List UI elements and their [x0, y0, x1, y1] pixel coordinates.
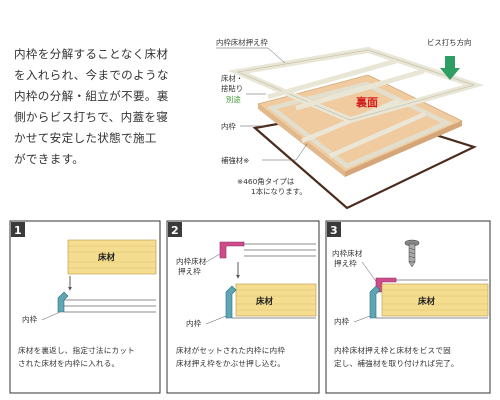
step-1-board: [67, 239, 157, 275]
step-2-border: [166, 220, 320, 394]
screw-icon: [404, 239, 420, 268]
step-3-inner-label: 内枠: [334, 316, 350, 326]
step-3-caption-line: 定し、補強材を取り付ければ完了。: [334, 359, 459, 368]
step-2-board-label: 床材: [256, 296, 274, 307]
step-2-frame-label-1: 内枠床材: [176, 256, 207, 266]
step-1-number-badge: [11, 222, 25, 237]
step-3-caption-line: 内枠床材押え枠と床材をビスで固: [334, 346, 451, 355]
inner-frame-shape: [266, 81, 453, 169]
step-3-border: [325, 220, 491, 394]
step-3-number-badge: [327, 222, 341, 237]
step-3-board: [381, 283, 489, 317]
step-2-panel: 2 内枠床材 押え枠 床材 内枠: [166, 220, 320, 394]
step-2-number-badge: [168, 222, 182, 237]
step-2-caption: 床材がセットされた内枠に内枠 床材押え枠をかぶせ押し込む。: [176, 344, 318, 370]
reinforce-bar-shape: [329, 111, 426, 159]
step-3-caption: 内枠床材押え枠と床材をビスで固 定し、補強材を取り付ければ完了。: [334, 344, 489, 370]
screw-direction-arrow-head: [440, 68, 460, 80]
intro-line: 側からビス打ちで、内蓋を寝: [14, 110, 169, 124]
step-1-inner-label: 内枠: [22, 314, 38, 324]
step-1-caption: 床材を裏返し、指定寸法にカット された床材を内枠に入れる。: [18, 344, 158, 370]
label-press-frame: 内枠床材押え枠: [216, 38, 268, 47]
label-floor-separate: 別途: [226, 95, 241, 104]
note-line-2: 1本になります。: [251, 187, 307, 196]
press-bar-shape: [295, 68, 425, 111]
screw-direction-arrow: [445, 56, 455, 68]
label-back-side: 裏面: [355, 95, 378, 109]
intro-text: 内枠を分解することなく床材 を入れられ、今までのような 内枠の分解・組立が不要。…: [14, 44, 209, 170]
intro-line: かせて安定した状態で施工: [14, 131, 157, 145]
press-bar-shape: [267, 58, 397, 100]
label-screw-direction: ビス打ち方向: [427, 38, 471, 47]
board-edge-shape: [345, 121, 462, 177]
step-1-border: [9, 220, 161, 394]
step-2-frame-label-2: 押え枠: [178, 266, 201, 276]
step-2-inner-frame-profile: [225, 285, 237, 319]
note-line-1: ※460角タイプは: [237, 177, 295, 186]
intro-line: 内枠の分解・組立が不要。裏: [14, 89, 169, 103]
step-2-inner-label: 内枠: [186, 318, 202, 328]
step-1-panel: 1 床材 内枠: [9, 220, 161, 394]
step-3-panel: 3 内枠床材 押え枠 床材 内枠: [325, 220, 491, 394]
intro-line: 内枠を分解することなく床材: [14, 47, 169, 61]
step-3-frame-label-2: 押え枠: [334, 258, 357, 268]
board-edge-shape: [258, 104, 345, 177]
step-1-number: 1: [14, 224, 22, 237]
step-3-board-label: 床材: [418, 296, 436, 307]
step-1-caption-line: 床材を裏返し、指定寸法にカット: [18, 346, 135, 355]
step-1-inner-frame-profile: [57, 291, 69, 313]
step-2-press-frame-profile: [219, 241, 245, 259]
intro-line: ができます。: [14, 152, 85, 166]
step-3-number: 3: [330, 224, 338, 237]
step-3-inner-frame-profile: [369, 285, 381, 319]
intro-line: を入れられ、今までのような: [14, 68, 169, 82]
step-2-board: [235, 283, 317, 317]
step-3-frame-label-1: 内枠床材: [332, 248, 363, 258]
label-floor: 床材・: [221, 74, 243, 83]
label-inner-frame: 内枠: [221, 122, 236, 131]
step-1-caption-line: された床材を内枠に入れる。: [18, 359, 120, 368]
step-2-caption-line: 床材押え枠をかぶせ押し込む。: [176, 359, 286, 368]
label-reinforcement: 補強材※: [221, 156, 249, 165]
step-2-number: 2: [171, 224, 179, 237]
step-1-board-label: 床材: [98, 252, 116, 263]
step-2-caption-line: 床材がセットされた内枠に内枠: [176, 346, 286, 355]
label-floor-2: 捨貼り: [221, 84, 243, 93]
